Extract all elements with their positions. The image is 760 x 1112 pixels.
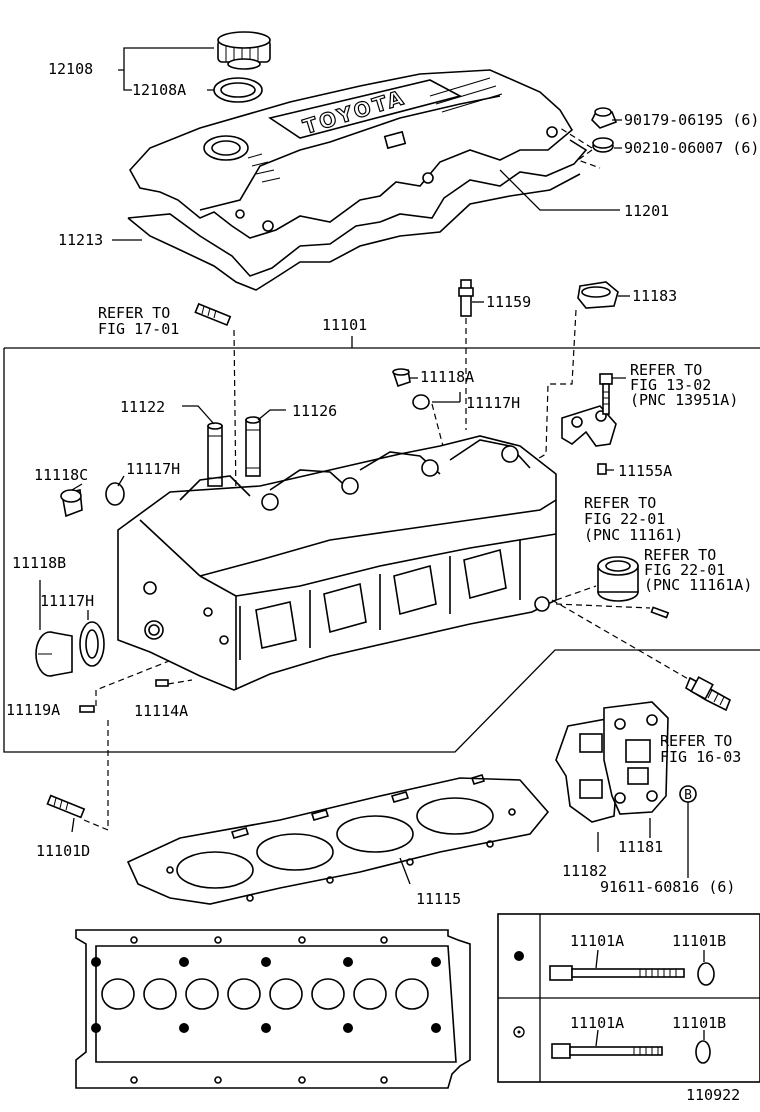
refer-fig17-line2: FIG 17-01 bbox=[98, 320, 179, 338]
spark-plug-tube-11159 bbox=[458, 279, 474, 317]
refer-fig16-line2: FIG 16-03 bbox=[660, 748, 741, 766]
plug-11118B bbox=[35, 631, 73, 677]
figure-id: 110922 bbox=[686, 1086, 740, 1104]
refer-fig13-line2: FIG 13-02 bbox=[630, 376, 711, 394]
bolt-legend-table bbox=[497, 913, 760, 1083]
label-11182: 11182 bbox=[562, 862, 607, 880]
refer-fig22b-line2: FIG 22-01 bbox=[644, 561, 725, 579]
camshaft-plug bbox=[597, 556, 639, 602]
cap-bolt bbox=[599, 373, 613, 415]
label-11118B: 11118B bbox=[12, 554, 66, 572]
label-90210: 90210-06007 (6) bbox=[624, 139, 759, 157]
label-90179: 90179-06195 (6) bbox=[624, 111, 759, 129]
label-11181: 11181 bbox=[618, 838, 663, 856]
label-11155A: 11155A bbox=[618, 462, 672, 480]
label-11122: 11122 bbox=[120, 398, 165, 416]
plug-11118A bbox=[392, 368, 411, 388]
oil-filler-cap bbox=[217, 31, 271, 70]
legend-row2-washer: 11101B bbox=[672, 1014, 726, 1032]
refer-fig22a-line3: (PNC 11161) bbox=[584, 526, 683, 544]
legend-row1-bolt: 11101A bbox=[570, 932, 624, 950]
stud-11101D bbox=[46, 794, 86, 819]
label-91611: 91611-60816 (6) bbox=[600, 878, 735, 896]
stud-bolt-top bbox=[194, 302, 232, 327]
guide-11126 bbox=[245, 416, 261, 477]
label-11101: 11101 bbox=[322, 316, 367, 334]
label-11183: 11183 bbox=[632, 287, 677, 305]
gasket-11181 bbox=[603, 701, 669, 815]
label-11118A: 11118A bbox=[420, 368, 474, 386]
refer-fig22b-line3: (PNC 11161A) bbox=[644, 576, 752, 594]
head-underside-view bbox=[75, 929, 471, 1089]
gasket-11117H-left bbox=[105, 482, 125, 506]
label-11101D: 11101D bbox=[36, 842, 90, 860]
dowel-pin-11155A bbox=[597, 463, 607, 475]
label-11126: 11126 bbox=[292, 402, 337, 420]
label-11201: 11201 bbox=[624, 202, 669, 220]
label-11117H-left: 11117H bbox=[126, 460, 180, 478]
refer-fig22a-line2: FIG 22-01 bbox=[584, 510, 665, 528]
refer-fig22a-line1: REFER TO bbox=[584, 494, 656, 512]
pin-11161A bbox=[650, 606, 670, 619]
label-11114A: 11114A bbox=[134, 702, 188, 720]
head-gasket bbox=[126, 774, 550, 905]
cap-11183 bbox=[577, 281, 619, 309]
plug-11118C bbox=[60, 489, 83, 518]
cylinder-head-cover: TOYOTA bbox=[129, 69, 574, 239]
water-fitting bbox=[685, 676, 732, 712]
refer-fig16-line1: REFER TO bbox=[660, 732, 732, 750]
legend-row2-bolt: 11101A bbox=[570, 1014, 624, 1032]
cylinder-head bbox=[117, 435, 557, 691]
pin-11119A bbox=[79, 705, 95, 713]
label-11119A: 11119A bbox=[6, 701, 60, 719]
head-cover-gasket bbox=[127, 139, 588, 291]
refer-fig22b-line1: REFER TO bbox=[644, 546, 716, 564]
refer-fig13-line3: (PNC 13951A) bbox=[630, 391, 738, 409]
legend-row1-washer: 11101B bbox=[672, 932, 726, 950]
cover-nut bbox=[591, 107, 618, 129]
refer-fig13-line1: REFER TO bbox=[630, 361, 702, 379]
pin-11114A bbox=[155, 679, 169, 687]
gasket-11117H-top bbox=[412, 394, 430, 410]
gasket-11117H-low bbox=[79, 621, 105, 667]
label-11159: 11159 bbox=[486, 293, 531, 311]
label-11117H-top: 11117H bbox=[466, 394, 520, 412]
label-12108A: 12108A bbox=[132, 81, 186, 99]
label-12108: 12108 bbox=[48, 60, 93, 78]
marker-b-label: B bbox=[684, 788, 692, 803]
refer-fig17-line1: REFER TO bbox=[98, 304, 170, 322]
label-11117H-low: 11117H bbox=[40, 592, 94, 610]
label-11213: 11213 bbox=[58, 231, 103, 249]
label-11115: 11115 bbox=[416, 890, 461, 908]
cylinder-head-frame bbox=[3, 347, 760, 753]
cover-grommet bbox=[592, 137, 614, 153]
label-11118C: 11118C bbox=[34, 466, 88, 484]
guide-11122 bbox=[207, 422, 223, 487]
